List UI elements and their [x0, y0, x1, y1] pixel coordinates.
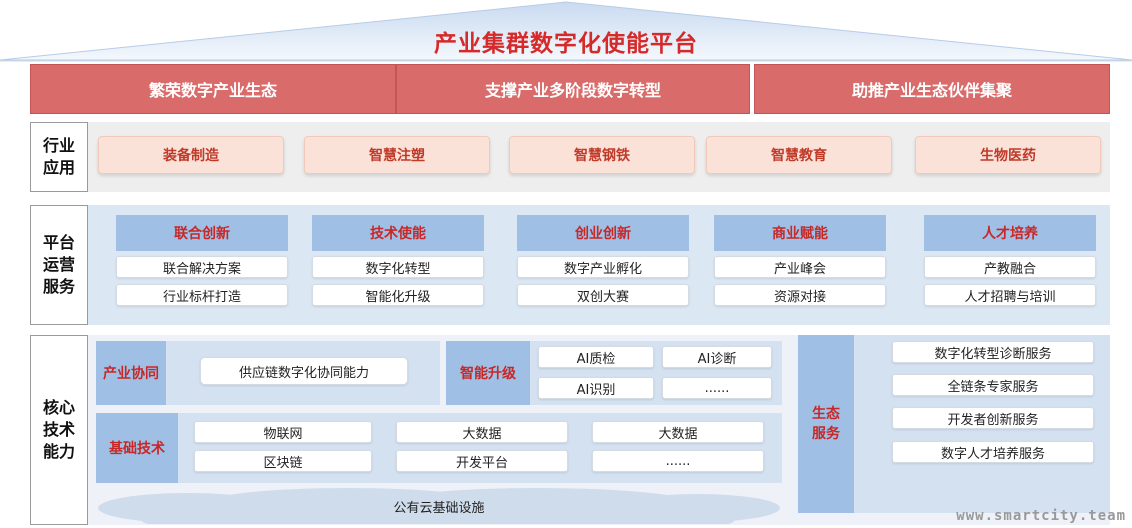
base-tech-head: 基础技术: [96, 413, 178, 483]
ops-column-head: 联合创新: [116, 215, 288, 251]
base-tech-item: 大数据: [592, 421, 764, 443]
industry-item: 生物医药: [915, 136, 1101, 174]
ops-item: 双创大赛: [517, 284, 689, 306]
platform-ops-label: 平台 运营 服务: [30, 205, 88, 325]
smart-upgrade-head: 智能升级: [446, 341, 530, 405]
industry-label: 行业 应用: [30, 122, 88, 192]
base-tech-item: 区块链: [194, 450, 372, 472]
goal-banner-1: 繁荣数字产业生态: [30, 64, 396, 114]
industry-item: 智慧注塑: [304, 136, 490, 174]
ops-item: 数字产业孵化: [517, 256, 689, 278]
core-label: 核心 技术 能力: [30, 335, 88, 525]
cloud-shape: [98, 488, 780, 524]
eco-service-item: 数字人才培养服务: [892, 441, 1094, 463]
eco-service-item: 数字化转型诊断服务: [892, 341, 1094, 363]
page-title: 产业集群数字化使能平台: [434, 31, 698, 57]
cloud-infrastructure-label: 公有云基础设施: [393, 500, 485, 516]
ops-column-head: 人才培养: [924, 215, 1096, 251]
smart-upgrade-item: ......: [662, 377, 772, 399]
goal-banner-2: 支撑产业多阶段数字转型: [396, 64, 750, 114]
ops-item: 智能化升级: [312, 284, 484, 306]
base-tech-item: 开发平台: [396, 450, 568, 472]
ops-column-head: 创业创新: [517, 215, 689, 251]
ops-item: 数字化转型: [312, 256, 484, 278]
ops-item: 人才招聘与培训: [924, 284, 1096, 306]
industry-item: 智慧教育: [706, 136, 892, 174]
smart-upgrade-item: AI质检: [538, 346, 654, 368]
goal-banner-3: 助推产业生态伙伴集聚: [754, 64, 1110, 114]
ops-item: 资源对接: [714, 284, 886, 306]
base-tech-item: 物联网: [194, 421, 372, 443]
ops-item: 行业标杆打造: [116, 284, 288, 306]
eco-service-item: 开发者创新服务: [892, 407, 1094, 429]
eco-services-head: 生态 服务: [798, 335, 854, 513]
smart-upgrade-item: AI识别: [538, 377, 654, 399]
eco-service-item: 全链条专家服务: [892, 374, 1094, 396]
ops-item: 产教融合: [924, 256, 1096, 278]
base-tech-item: 大数据: [396, 421, 568, 443]
ops-column-head: 商业赋能: [714, 215, 886, 251]
industry-synergy-head: 产业协同: [96, 341, 166, 405]
smart-upgrade-item: AI诊断: [662, 346, 772, 368]
base-tech-item: ......: [592, 450, 764, 472]
industry-item: 智慧钢铁: [509, 136, 695, 174]
supply-chain-item: 供应链数字化协同能力: [200, 357, 408, 385]
industry-item: 装备制造: [98, 136, 284, 174]
ops-item: 联合解决方案: [116, 256, 288, 278]
ops-column-head: 技术使能: [312, 215, 484, 251]
watermark: www.smartcity.team: [956, 508, 1126, 524]
roof-shape: [0, 1, 1132, 62]
ops-item: 产业峰会: [714, 256, 886, 278]
